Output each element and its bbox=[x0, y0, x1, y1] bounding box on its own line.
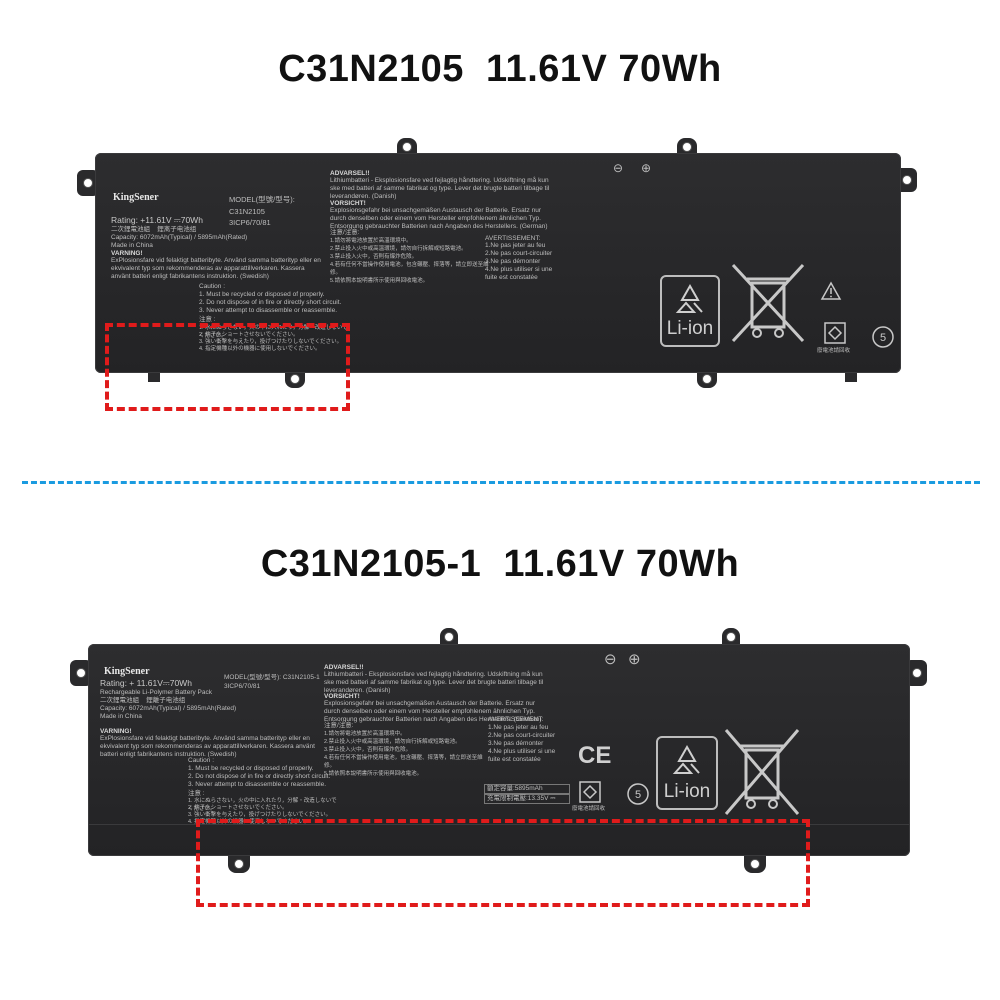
rated-capacity-text: 額定容量:5895mAh bbox=[484, 784, 570, 794]
cell-spec: 3ICP6/70/81 bbox=[229, 218, 271, 227]
cn-battery-line: 二次鋰電池組 鋰离子电池组 bbox=[111, 226, 197, 233]
jp-caution-line: 1. 水にぬらさない，火の中に入れたり，分解・改造しないでください。 bbox=[188, 798, 337, 812]
jp-caution-heading: 注意 : bbox=[199, 316, 216, 323]
caution-line: 3. Never attempt to disassemble or reass… bbox=[199, 307, 338, 314]
warning-text: ExPlosionsfare vid felaktigt batteribyte… bbox=[111, 257, 323, 280]
jp-caution-heading: 注意 : bbox=[188, 790, 205, 797]
cell-spec: 3ICP6/70/81 bbox=[224, 683, 261, 690]
highlight-box bbox=[196, 819, 810, 907]
caution-line: 1. Must be recycled or disposed of prope… bbox=[199, 291, 325, 298]
bottom-mount-ear bbox=[228, 853, 250, 873]
caution-line: 2. Do not dispose of in fire or directly… bbox=[199, 299, 342, 306]
warning-heading: VARNING! bbox=[100, 728, 132, 735]
german-heading: VORSICHT! bbox=[324, 693, 360, 700]
cn-recycle-icon bbox=[578, 780, 602, 809]
right-mount-tab bbox=[905, 660, 927, 686]
bottom-mount-ear bbox=[285, 368, 305, 388]
crossed-bin-icon bbox=[720, 726, 804, 825]
german-warning: Explosionsgefahr bei unsachgemäßen Austa… bbox=[330, 207, 548, 230]
brand-logo: KingSener bbox=[104, 666, 150, 677]
plus-terminal-icon: ⊕ bbox=[628, 651, 641, 668]
french-warning: 1.Ne pas jeter au feu 2.Ne pas court-cir… bbox=[488, 724, 556, 763]
model-label: MODEL(型號/型号): bbox=[229, 195, 295, 204]
made-in-text: Made in China bbox=[111, 242, 153, 249]
tw-warning: 1.請勿將電池放置於高溫環境中。 2.禁止投入火中或高溫環境，請勿自行拆解或短路… bbox=[330, 238, 489, 284]
caution-line: 2. Do not dispose of in fire or directly… bbox=[188, 773, 331, 780]
danish-warning: Lithiumbatteri - Eksplosionsfare ved fej… bbox=[330, 177, 552, 200]
tw-heading: 注意/注意: bbox=[324, 722, 354, 729]
svg-text:5: 5 bbox=[635, 789, 641, 801]
capacity-text: Capacity: 6072mAh(Typical) / 5895mAh(Rat… bbox=[111, 234, 248, 241]
recycle-cn-text: 廢電池請回收 bbox=[572, 806, 606, 812]
charge-limit-text: 充電限制電壓:13.35V ⎓ bbox=[484, 794, 570, 804]
jp-caution-line: 2. 端子をショートさせないでください。 bbox=[188, 805, 288, 811]
plus-terminal-icon: ⊕ bbox=[641, 161, 652, 175]
crossed-bin-icon bbox=[727, 261, 809, 352]
jp-caution-line: 2. 端子をショートさせないでください。 bbox=[199, 332, 299, 338]
model-title-top: C31N2105 11.61V 70Wh bbox=[278, 48, 722, 90]
jp-caution-line: 1. 水にぬらさない，火の中に入れたり，分解・改造しないでください。 bbox=[199, 325, 348, 339]
recycle-5-icon: 5 bbox=[871, 325, 895, 354]
caution-heading: Caution : bbox=[188, 757, 215, 764]
ce-mark-icon: CE bbox=[578, 742, 612, 769]
highlight-box bbox=[105, 323, 350, 411]
recycle-5-icon: 5 bbox=[626, 782, 650, 811]
capacity-text: Capacity: 6072mAh(Typical) / 5895mAh(Rat… bbox=[100, 705, 237, 712]
brand-logo: KingSener bbox=[113, 192, 159, 203]
caution-line: 1. Must be recycled or disposed of prope… bbox=[188, 765, 314, 772]
lower-step bbox=[88, 824, 910, 857]
danish-warning: Lithiumbatteri - Eksplosionsfare ved fej… bbox=[324, 671, 546, 694]
li-ion-recycle-icon: Li-ion bbox=[656, 736, 718, 810]
tw-warning: 1.請勿將電池放置於高溫環境中。 2.禁止投入火中或高溫環境，請勿自行拆解或短路… bbox=[324, 731, 483, 777]
highlight-line bbox=[200, 326, 335, 328]
li-ion-recycle-icon: Li-ion bbox=[660, 275, 720, 347]
left-mount-tab bbox=[70, 660, 92, 686]
cn-recycle-icon bbox=[823, 321, 847, 350]
danish-heading: ADVARSEL!! bbox=[324, 664, 364, 671]
made-in-text: Made in China bbox=[100, 713, 142, 720]
model-number: C31N2105 bbox=[229, 207, 265, 216]
svg-text:5: 5 bbox=[880, 332, 886, 344]
jp-caution-line: 3. 強い衝撃を与えたり，投げつけたりしないでください。 bbox=[188, 812, 332, 818]
pack-type-text: Rechargeable Li-Polymer Battery Pack bbox=[100, 689, 212, 696]
german-heading: VORSICHT! bbox=[330, 200, 366, 207]
recycle-cn-text: 廢電池請回收 bbox=[817, 348, 851, 354]
tw-heading: 注意/注意: bbox=[330, 229, 360, 236]
top-mount-ear bbox=[440, 628, 458, 646]
warning-triangle-icon bbox=[820, 281, 842, 306]
french-heading: AVERTISSEMENT: bbox=[485, 235, 541, 242]
top-mount-ear bbox=[722, 628, 740, 646]
warning-heading: VARNING! bbox=[111, 250, 143, 257]
german-warning: Explosionsgefahr bei unsachgemäßen Austa… bbox=[324, 700, 542, 723]
danish-heading: ADVARSEL!! bbox=[330, 170, 370, 177]
left-mount-tab bbox=[77, 170, 99, 196]
model-label: MODEL(型號/型号): C31N2105-1 bbox=[224, 674, 320, 681]
warning-text: ExPlosionsfare vid felaktigt batteribyte… bbox=[100, 735, 317, 758]
french-warning: 1.Ne pas jeter au feu 2.Ne pas court-cir… bbox=[485, 242, 553, 281]
minus-terminal-icon: ⊖ bbox=[604, 651, 617, 668]
caution-line: 3. Never attempt to disassemble or reass… bbox=[188, 781, 327, 788]
french-heading: AVERTISSEMENT: bbox=[488, 716, 544, 723]
bottom-mount-ear bbox=[744, 853, 766, 873]
caution-heading: Caution : bbox=[199, 283, 226, 290]
battery-c31n2105: KingSener Rating: +11.61V ⎓70Wh 二次鋰電池組 鋰… bbox=[0, 0, 1000, 460]
battery-body: KingSener Rating: +11.61V ⎓70Wh 二次鋰電池組 鋰… bbox=[95, 153, 901, 373]
minus-terminal-icon: ⊖ bbox=[613, 161, 624, 175]
rating-text: Rating: + 11.61V⎓70Wh bbox=[100, 678, 192, 688]
bottom-mount-ear bbox=[697, 368, 717, 388]
section-divider bbox=[22, 481, 980, 484]
model-title-bottom: C31N2105-1 11.61V 70Wh bbox=[260, 543, 740, 585]
rating-text: Rating: +11.61V ⎓70Wh bbox=[111, 215, 203, 225]
jp-caution-line: 4. 指定機種以外の機器に使用しないでください。 bbox=[199, 346, 321, 352]
jp-caution-line: 3. 強い衝撃を与えたり，投げつけたりしないでください。 bbox=[199, 339, 343, 345]
cn-battery-line: 二次鋰電池組 鋰離子电池组 bbox=[100, 697, 186, 704]
